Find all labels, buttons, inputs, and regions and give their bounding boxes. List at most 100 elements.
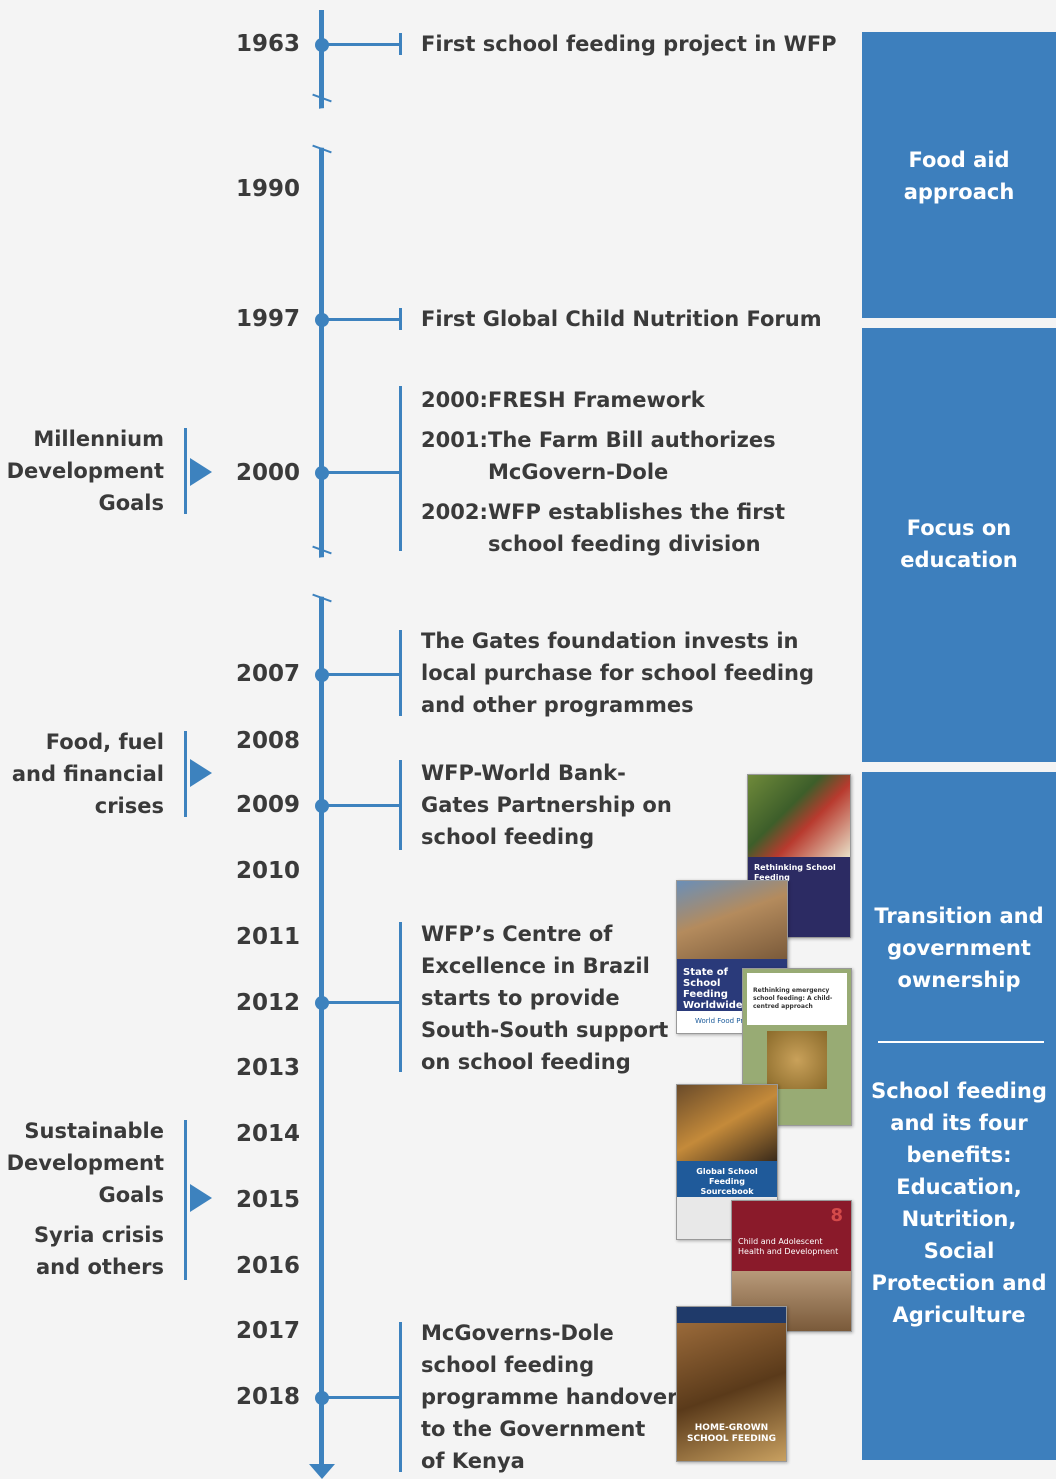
era-line: Food, fuel <box>45 730 164 754</box>
phase-line: Nutrition, <box>901 1207 1017 1231</box>
connector-line <box>324 318 401 321</box>
event-line: WFP-World Bank- <box>421 761 626 785</box>
phase-line: Focus on <box>906 516 1012 540</box>
connector-end <box>399 308 402 330</box>
era-arrow-icon <box>190 1184 212 1212</box>
event-line: to the Government <box>421 1417 646 1441</box>
event-2000-row: 2000: FRESH Framework <box>421 384 705 424</box>
phase-food-aid: Food aid approach <box>862 32 1056 318</box>
phase-line: and its four <box>890 1111 1028 1135</box>
era-arrow-icon <box>190 759 212 787</box>
year-label: 2007 <box>235 661 300 687</box>
phase-line: Protection and <box>871 1271 1047 1295</box>
phase-education: Focus on education <box>862 328 1056 762</box>
phase-line: Social <box>923 1239 995 1263</box>
phase-line: government <box>887 936 1031 960</box>
phase-line: Transition and <box>874 904 1044 928</box>
year-label: 2011 <box>235 924 300 950</box>
event-line: The Gates foundation invests in <box>421 629 799 653</box>
era-mdg: Millennium Development Goals <box>7 423 164 519</box>
event-2009: WFP-World Bank- Gates Partnership on sch… <box>421 757 672 853</box>
year-label: 1990 <box>235 176 300 202</box>
event-bracket <box>399 760 402 850</box>
event-line: Gates Partnership on <box>421 793 672 817</box>
cover-title: State of School Feeding Worldwide <box>683 967 743 1011</box>
year-label: 2014 <box>235 1121 300 1147</box>
event-line: WFP’s Centre of <box>421 922 613 946</box>
year-label: 2015 <box>235 1187 300 1213</box>
phase-label: School feeding and its four benefits: Ed… <box>862 1075 1056 1331</box>
phase-label: Food aid approach <box>862 144 1056 208</box>
era-line: Development <box>6 459 164 483</box>
phase-line: Food aid <box>908 148 1010 172</box>
event-text: The Farm Bill authorizes McGovern-Dole <box>488 424 776 488</box>
event-line: local purchase for school feeding <box>421 661 815 685</box>
cover-title: HOME-GROWN SCHOOL FEEDING <box>687 1423 776 1444</box>
era-line: and others <box>36 1255 164 1279</box>
cover-logo-strip <box>677 1307 786 1323</box>
era-line: Development <box>6 1151 164 1175</box>
year-label: 2013 <box>235 1055 300 1081</box>
connector-line <box>324 673 401 676</box>
era-sdg: Sustainable Development Goals Syria cris… <box>7 1115 164 1283</box>
event-1997: First Global Child Nutrition Forum <box>421 307 822 331</box>
phase-label: Transition and government ownership <box>862 900 1056 996</box>
event-line: and other programmes <box>421 693 694 717</box>
phase-divider <box>878 1041 1044 1043</box>
timeline-dot <box>315 668 329 682</box>
era-arrow-icon <box>190 458 212 486</box>
era-bracket <box>184 731 187 817</box>
event-2007: The Gates foundation invests in local pu… <box>421 625 814 721</box>
phase-line: School feeding <box>871 1079 1047 1103</box>
era-bracket <box>184 428 187 514</box>
event-bracket <box>399 630 402 716</box>
event-line: school feeding division <box>488 532 761 556</box>
timeline-dot <box>315 313 329 327</box>
event-2002-row: 2002: WFP establishes the first school f… <box>421 496 785 560</box>
event-2000: 2000: FRESH Framework 2001: The Farm Bil… <box>421 384 785 560</box>
timeline-dot <box>315 1391 329 1405</box>
cover-photo <box>748 775 850 857</box>
phase-line: ownership <box>897 968 1021 992</box>
timeline-dot <box>315 466 329 480</box>
cover-header: Rethinking emergency school feeding: A c… <box>747 973 847 1025</box>
event-line: South-South support <box>421 1018 669 1042</box>
era-line: and financial <box>11 762 164 786</box>
event-year: 2002: <box>421 500 488 524</box>
event-bracket <box>399 386 402 551</box>
year-label: 2008 <box>235 728 300 754</box>
year-label: 2010 <box>235 858 300 884</box>
year-label: 2009 <box>235 792 300 818</box>
connector-end <box>399 33 402 55</box>
cover-title: Global School Feeding Sourcebook <box>696 1167 758 1196</box>
era-line: Syria crisis <box>33 1223 164 1247</box>
event-text: FRESH Framework <box>488 388 705 412</box>
cover-photo <box>677 1323 786 1461</box>
year-label: 2000 <box>235 460 300 486</box>
timeline-dot <box>315 996 329 1010</box>
event-line: Excellence in Brazil <box>421 954 650 978</box>
phase-transition: Transition and government ownership Scho… <box>862 772 1056 1460</box>
event-line: starts to provide <box>421 986 620 1010</box>
event-line: McGoverns-Dole <box>421 1321 614 1345</box>
event-2018: McGoverns-Dole school feeding programme … <box>421 1317 678 1477</box>
cover-title: Rethinking emergency school feeding: A c… <box>753 987 833 1010</box>
connector-line <box>324 1396 401 1399</box>
year-label: 2018 <box>235 1384 300 1410</box>
book-cover-state: State of School Feeding Worldwide World … <box>676 880 788 1034</box>
year-label: 2017 <box>235 1318 300 1344</box>
cover-footer-text: World Food Programme <box>695 1017 777 1025</box>
cover-photo <box>767 1031 827 1089</box>
year-label: 1997 <box>235 306 300 332</box>
year-label: 2012 <box>235 990 300 1016</box>
connector-line <box>324 43 401 46</box>
cover-photo <box>677 881 787 959</box>
event-2012: WFP’s Centre of Excellence in Brazil sta… <box>421 918 668 1078</box>
year-label: 2016 <box>235 1253 300 1279</box>
event-line: on school feeding <box>421 1050 631 1074</box>
event-line: school feeding <box>421 825 595 849</box>
book-cover-home-grown: HOME-GROWN SCHOOL FEEDING <box>676 1306 787 1462</box>
era-line: crises <box>94 794 164 818</box>
cover-title: Rethinking School Feeding <box>754 863 836 882</box>
phase-line: Agriculture <box>892 1303 1026 1327</box>
